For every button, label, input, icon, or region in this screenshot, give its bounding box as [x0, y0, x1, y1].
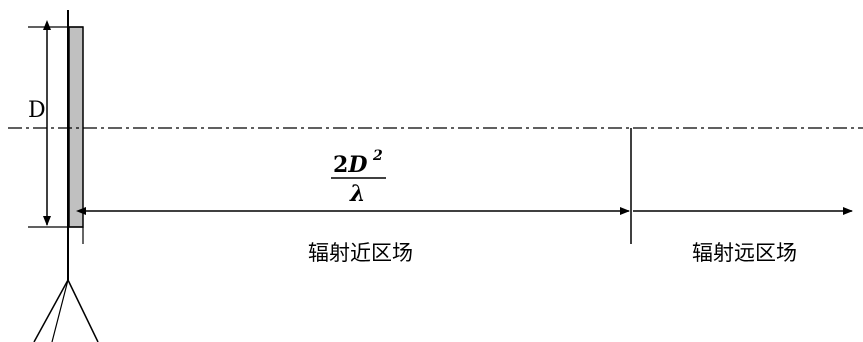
formula-denominator: λ	[349, 181, 365, 207]
near-field-label: 辐射近区场	[308, 241, 413, 265]
dimension-d-label: D	[28, 98, 46, 123]
tripod-leg-left	[33, 279, 69, 342]
tripod-leg-middle	[51, 279, 69, 342]
far-field-label: 辐射远区场	[692, 241, 797, 265]
svg-text:2D: 2D	[333, 152, 367, 178]
formula-variable: D	[347, 152, 367, 178]
tripod-leg-right	[67, 279, 99, 342]
formula-coefficient: 2	[333, 152, 348, 178]
formula-near-field-distance: 2D 2 λ	[331, 148, 386, 207]
formula-exponent: 2	[372, 148, 383, 164]
antenna-aperture	[68, 26, 84, 228]
